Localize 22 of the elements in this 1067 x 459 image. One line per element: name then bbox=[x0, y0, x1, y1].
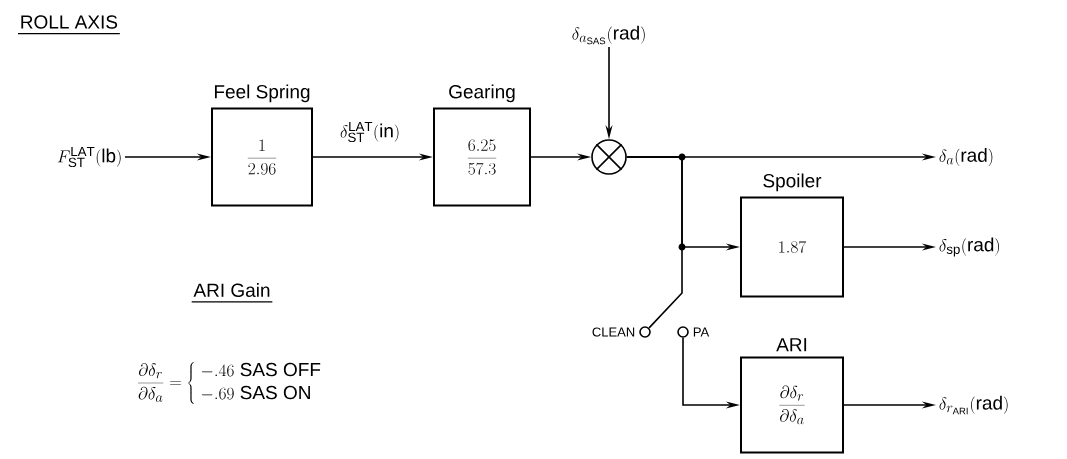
gain-block: Gearing $\frac{6.25}{57.3}$ bbox=[433, 84, 531, 207]
contact-label: CLEAN bbox=[592, 327, 635, 337]
input-signal-label: $F_{\mathrm{ST}}^{\mathrm{LAT}}(\mathrm{lb})$ bbox=[57, 146, 121, 168]
output-signal-label: $\delta_{\mathrm{sp}}(\mathrm{rad})$ bbox=[939, 237, 999, 257]
node-label: Spoiler bbox=[763, 173, 822, 192]
switch-contact bbox=[639, 326, 651, 338]
node-label: Feel Spring bbox=[214, 84, 310, 103]
node-label: ARI bbox=[776, 338, 807, 352]
gain-block: Spoiler $1.87$ bbox=[740, 173, 844, 298]
gain-block: Feel Spring $\frac{1}{2.96}$ bbox=[211, 84, 313, 207]
switch-contact bbox=[677, 326, 689, 338]
node-label: Gearing bbox=[449, 84, 515, 103]
gain-block: ARI $\frac{\partial\delta_r}{\partial\delta_a}$ bbox=[740, 338, 844, 454]
output-signal-label: $\delta_{r_{\mathrm{ARI}}}(\mathrm{rad})$ bbox=[939, 395, 1008, 415]
input-signal-label: $\delta_{a_{\mathrm{SAS}}}(\mathrm{rad})$ bbox=[572, 25, 645, 45]
title: ROLL AXIS bbox=[17, 15, 121, 35]
gain-equation: $\frac{\partial\delta_r}{\partial\delta_a} = \left\{\begin{array}{l}-.46\ \mathrm{SAS\ OFF}\\ -.69\ \mathrm{SAS\ ON}\end{array}\right.$ bbox=[138, 362, 321, 404]
contact-label: PA bbox=[693, 327, 710, 337]
output-signal-label: $\delta_{a}(\mathrm{rad})$ bbox=[939, 147, 993, 167]
edge-label: $\delta_{\mathrm{ST}}^{\mathrm{LAT}}(\mathrm{in})$ bbox=[339, 120, 402, 144]
section-heading: ARI Gain bbox=[191, 283, 273, 303]
summing-junction bbox=[591, 139, 627, 175]
